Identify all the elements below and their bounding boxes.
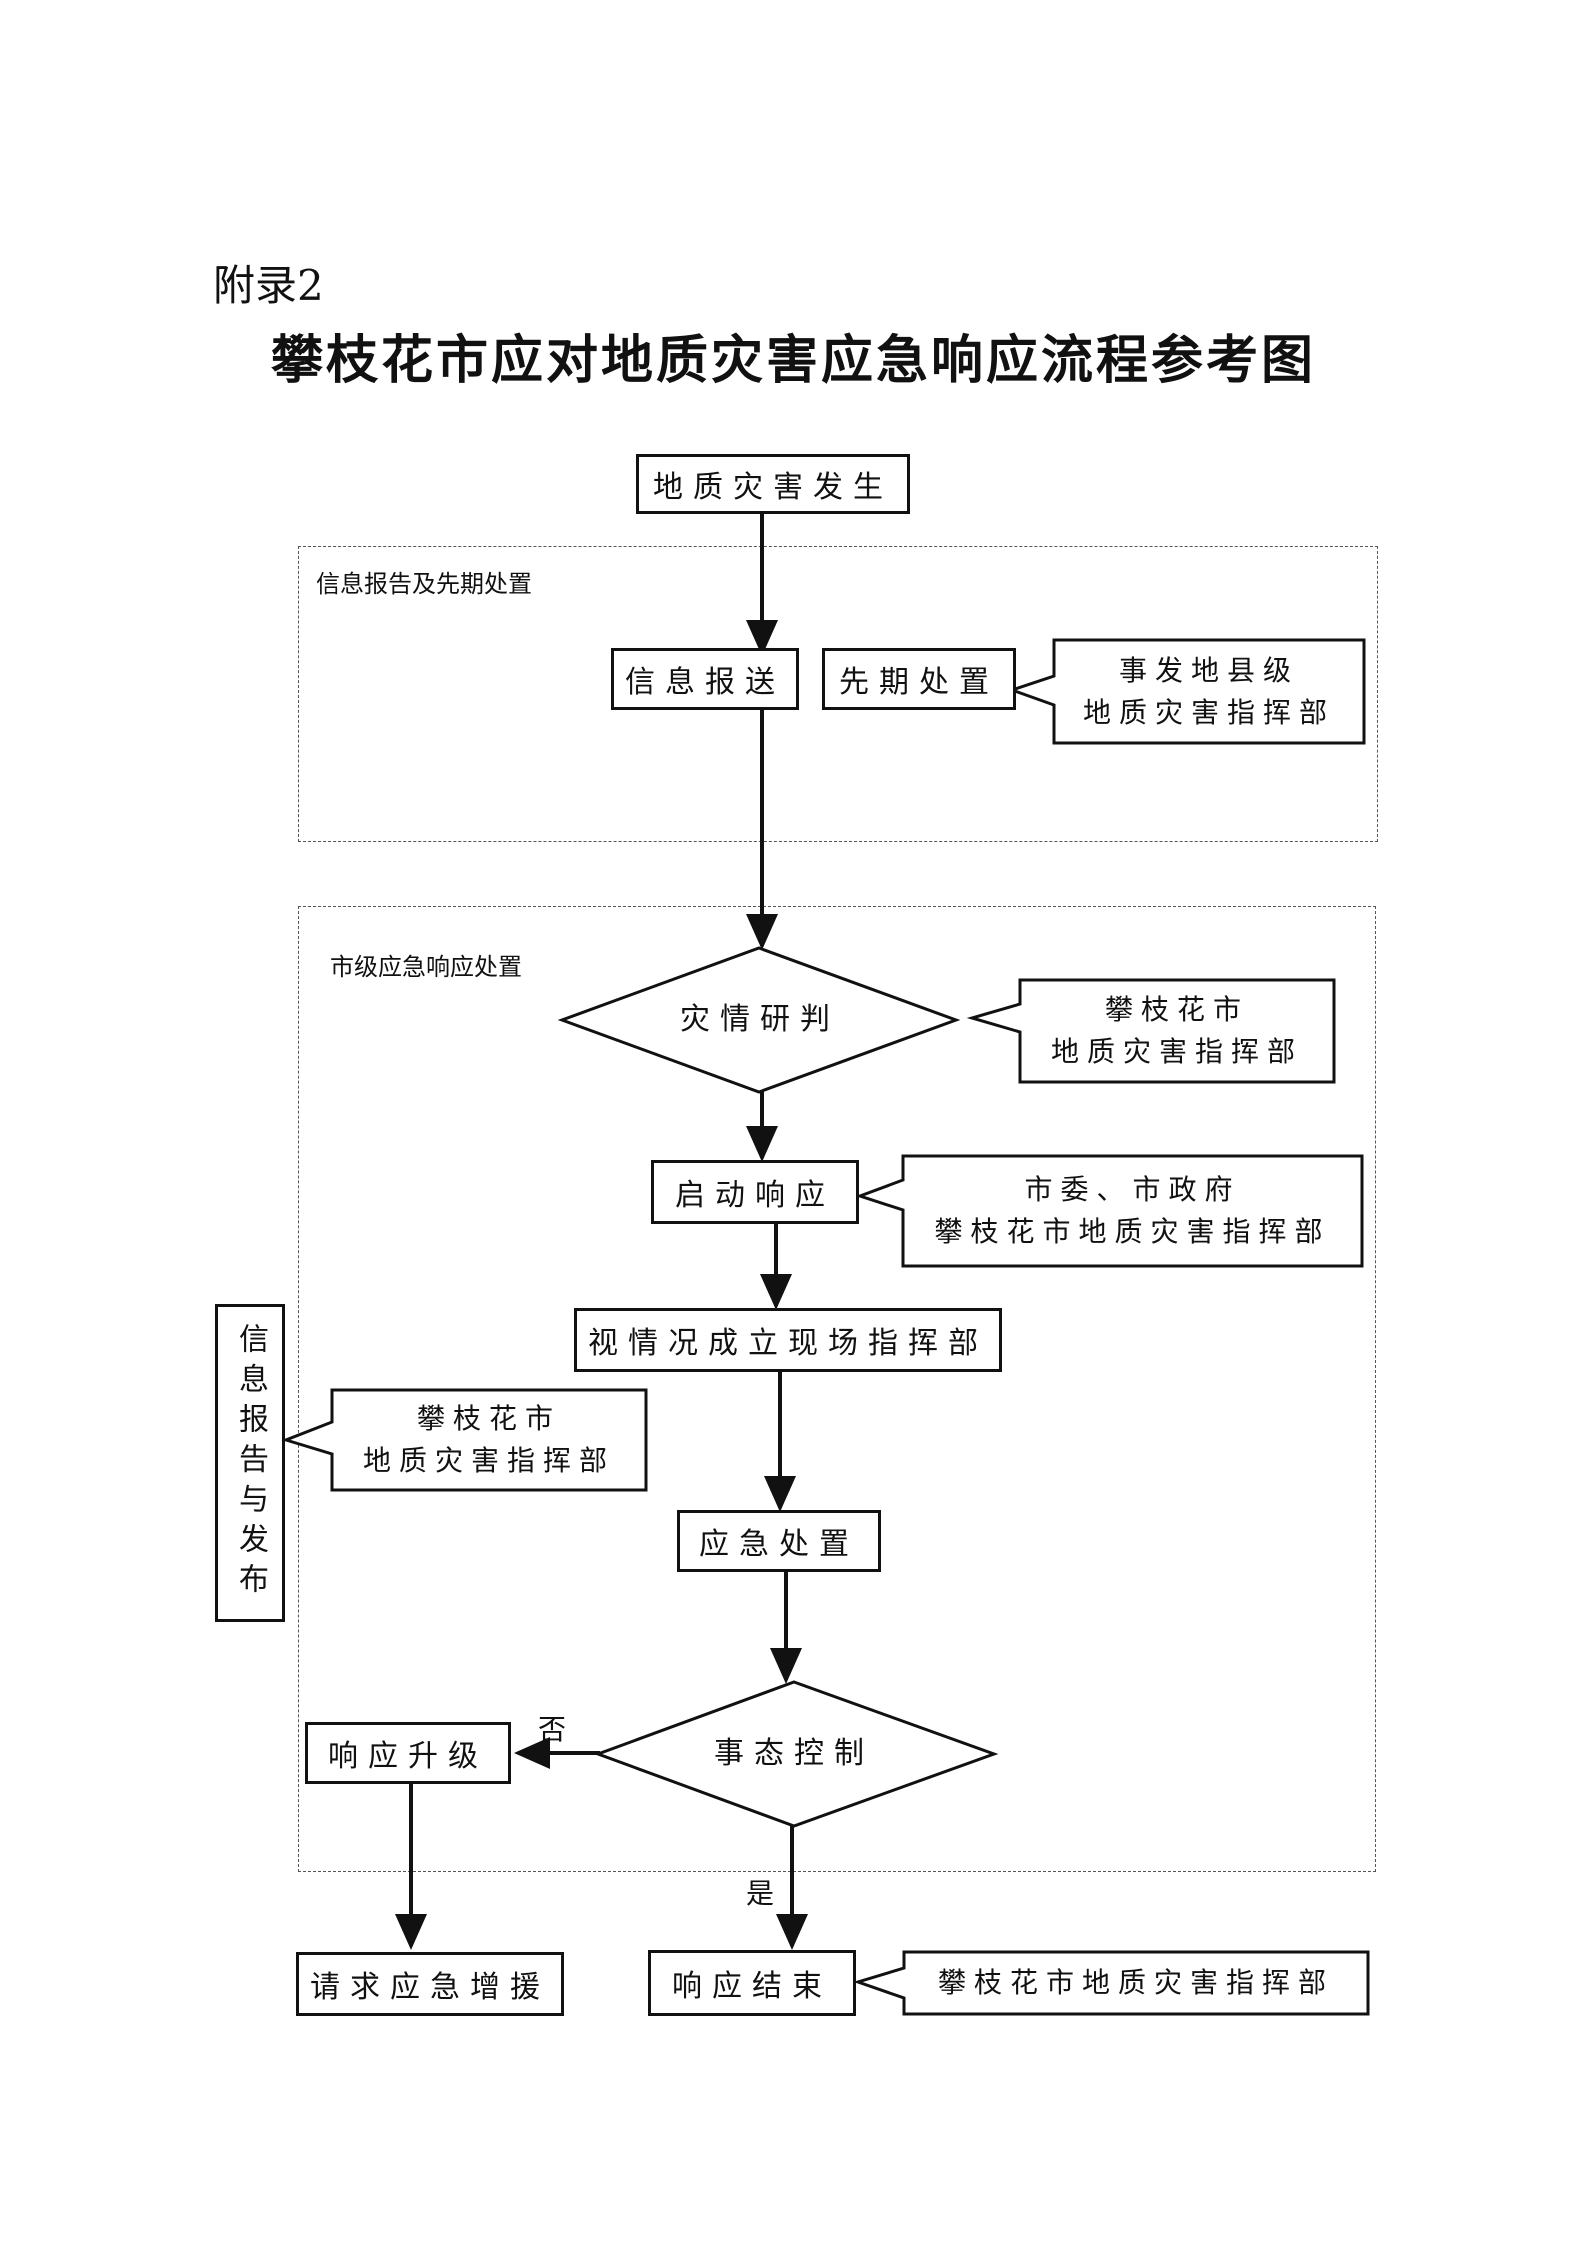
diamond-assess <box>557 946 961 1094</box>
node-onsite-hq: 视情况成立现场指挥部 <box>574 1308 1002 1372</box>
callout-end-hq: 攀枝花市地质灾害指挥部 <box>904 1952 1368 2014</box>
node-emergency-handling: 应急处置 <box>677 1510 881 1572</box>
diamond-assess-label: 灾情研判 <box>680 1002 840 1037</box>
node-initial-handling: 先期处置 <box>822 648 1016 710</box>
callout-city-hq-assess: 攀枝花市 地质灾害指挥部 <box>1020 980 1334 1082</box>
node-disaster-occur: 地质灾害发生 <box>636 454 910 514</box>
node-request-reinforce: 请求应急增援 <box>296 1952 564 2016</box>
node-response-end: 响应结束 <box>648 1950 856 2016</box>
edge-label-no: 否 <box>538 1713 567 1746</box>
callout-launch-hq-line2: 攀枝花市地质灾害指挥部 <box>934 1215 1331 1248</box>
callout-launch-hq: 市委、市政府 攀枝花市地质灾害指挥部 <box>903 1156 1362 1266</box>
node-info-publish: 信息报告与发布 <box>215 1304 285 1622</box>
callout-end-hq-line1: 攀枝花市地质灾害指挥部 <box>937 1966 1334 1999</box>
node-launch-response: 启动响应 <box>651 1160 859 1224</box>
group-info-report-label: 信息报告及先期处置 <box>316 570 532 598</box>
callout-launch-hq-line1: 市委、市政府 <box>1024 1173 1241 1206</box>
group-info-report <box>298 546 1378 842</box>
callout-city-hq-assess-line2: 地质灾害指挥部 <box>1050 1035 1303 1068</box>
diamond-control <box>593 1680 999 1828</box>
group-city-response-label: 市级应急响应处置 <box>330 953 522 981</box>
group-city-response <box>298 906 1376 1872</box>
callout-county-hq-shape <box>1007 638 1366 745</box>
page-title: 攀枝花市应对地质灾害应急响应流程参考图 <box>270 331 1316 391</box>
callout-county-hq-line2: 地质灾害指挥部 <box>1082 695 1335 729</box>
callout-publish-hq-line1: 攀枝花市 <box>416 1402 561 1435</box>
callout-city-hq-assess-shape <box>966 978 1336 1084</box>
callout-end-hq-shape <box>853 1950 1370 2016</box>
edge-label-yes: 是 <box>746 1877 775 1910</box>
node-info-report: 信息报送 <box>611 648 799 710</box>
callout-publish-hq-shape <box>281 1388 648 1492</box>
callout-county-hq-line1: 事发地县级 <box>1118 653 1299 687</box>
callout-publish-hq: 攀枝花市 地质灾害指挥部 <box>332 1390 646 1490</box>
node-response-upgrade: 响应升级 <box>305 1722 511 1784</box>
callout-launch-hq-shape <box>855 1154 1364 1268</box>
callout-city-hq-assess-line1: 攀枝花市 <box>1104 993 1249 1026</box>
diamond-control-label: 事态控制 <box>714 1736 874 1771</box>
callout-publish-hq-line2: 地质灾害指挥部 <box>362 1444 615 1477</box>
appendix-label: 附录2 <box>213 261 324 310</box>
callout-county-hq: 事发地县级 地质灾害指挥部 <box>1054 640 1364 743</box>
